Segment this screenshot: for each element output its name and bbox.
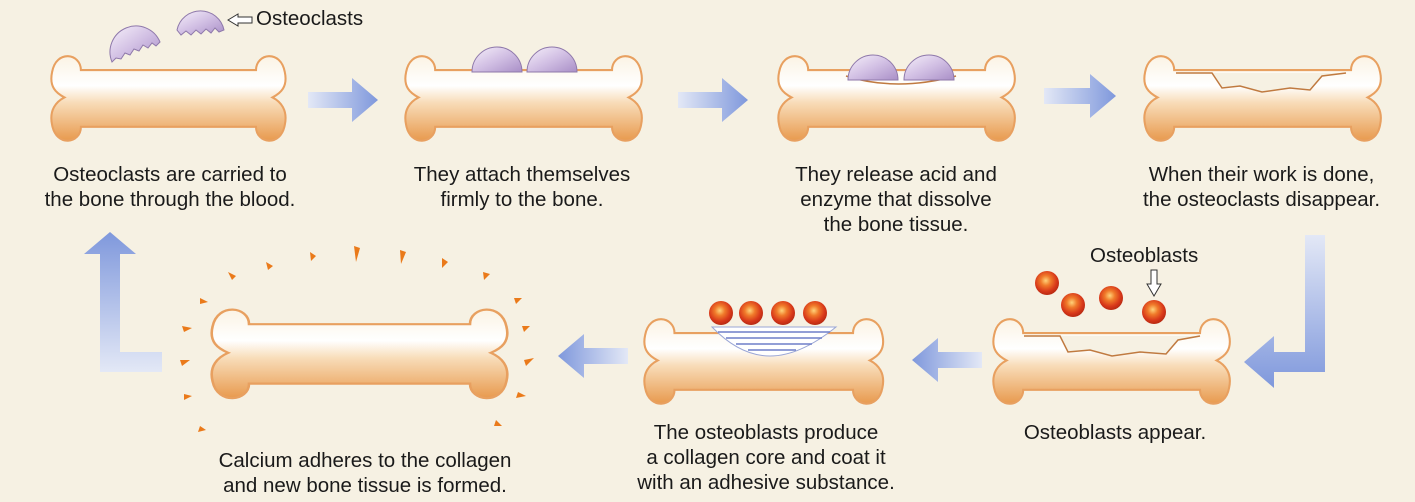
caption-line: Osteoclasts are carried to xyxy=(0,162,340,187)
caption-step-1: Osteoclasts are carried to the bone thro… xyxy=(0,162,340,212)
osteoclast-cell xyxy=(110,26,160,62)
osteoblast-cell xyxy=(739,301,763,325)
osteoblast-cell xyxy=(1099,286,1123,310)
osteoblast-cell xyxy=(1035,271,1059,295)
label-pointer-arrow xyxy=(1147,270,1161,296)
osteoblast-cell xyxy=(771,301,795,325)
caption-line: the bone tissue. xyxy=(746,212,1046,237)
caption-step-3: They release acid and enzyme that dissol… xyxy=(746,162,1046,237)
caption-line: Calcium adheres to the collagen xyxy=(175,448,555,473)
right-arrow-3 xyxy=(1044,74,1116,118)
left-arrow-1 xyxy=(912,338,982,382)
bone-step-4 xyxy=(1144,56,1381,141)
turn-arrow-right xyxy=(1244,235,1325,388)
osteoclast-cell xyxy=(177,11,224,35)
osteoblast-cell xyxy=(1061,293,1085,317)
caption-line: They release acid and xyxy=(746,162,1046,187)
osteoclast-cell xyxy=(848,55,898,80)
bone-step-2 xyxy=(405,56,642,141)
caption-line: with an adhesive substance. xyxy=(596,470,936,495)
caption-line: enzyme that dissolve xyxy=(746,187,1046,212)
caption-step-7: Calcium adheres to the collagen and new … xyxy=(175,448,555,498)
right-arrow-2 xyxy=(678,78,748,122)
caption-line: Osteoblasts appear. xyxy=(980,420,1250,445)
label-pointer-arrow xyxy=(228,14,252,26)
bone-step-1 xyxy=(51,56,285,141)
caption-line: a collagen core and coat it xyxy=(596,445,936,470)
osteoblast-cell xyxy=(1142,300,1166,324)
bone-step-3 xyxy=(778,56,1015,141)
caption-step-6: The osteoblasts produce a collagen core … xyxy=(596,420,936,495)
turn-arrow-left xyxy=(84,232,162,372)
caption-line: the bone through the blood. xyxy=(0,187,340,212)
caption-line: When their work is done, xyxy=(1108,162,1415,187)
left-arrow-2 xyxy=(558,334,628,378)
bone-step-7 xyxy=(212,310,508,399)
caption-line: They attach themselves xyxy=(372,162,672,187)
right-arrow-1 xyxy=(308,78,378,122)
osteoblast-cell xyxy=(709,301,733,325)
caption-line: The osteoblasts produce xyxy=(596,420,936,445)
osteoclasts-label: Osteoclasts xyxy=(256,7,363,31)
caption-line: and new bone tissue is formed. xyxy=(175,473,555,498)
osteoblast-cell xyxy=(803,301,827,325)
caption-line: the osteoclasts disappear. xyxy=(1108,187,1415,212)
bone-step-5 xyxy=(993,319,1230,404)
caption-step-2: They attach themselves firmly to the bon… xyxy=(372,162,672,212)
caption-step-4: When their work is done, the osteoclasts… xyxy=(1108,162,1415,212)
osteoclast-cell xyxy=(472,47,522,72)
caption-line: firmly to the bone. xyxy=(372,187,672,212)
caption-step-5: Osteoblasts appear. xyxy=(980,420,1250,445)
osteoclast-cell xyxy=(904,55,954,80)
osteoclast-cell xyxy=(527,47,577,72)
osteoblasts-label: Osteoblasts xyxy=(1090,244,1198,268)
